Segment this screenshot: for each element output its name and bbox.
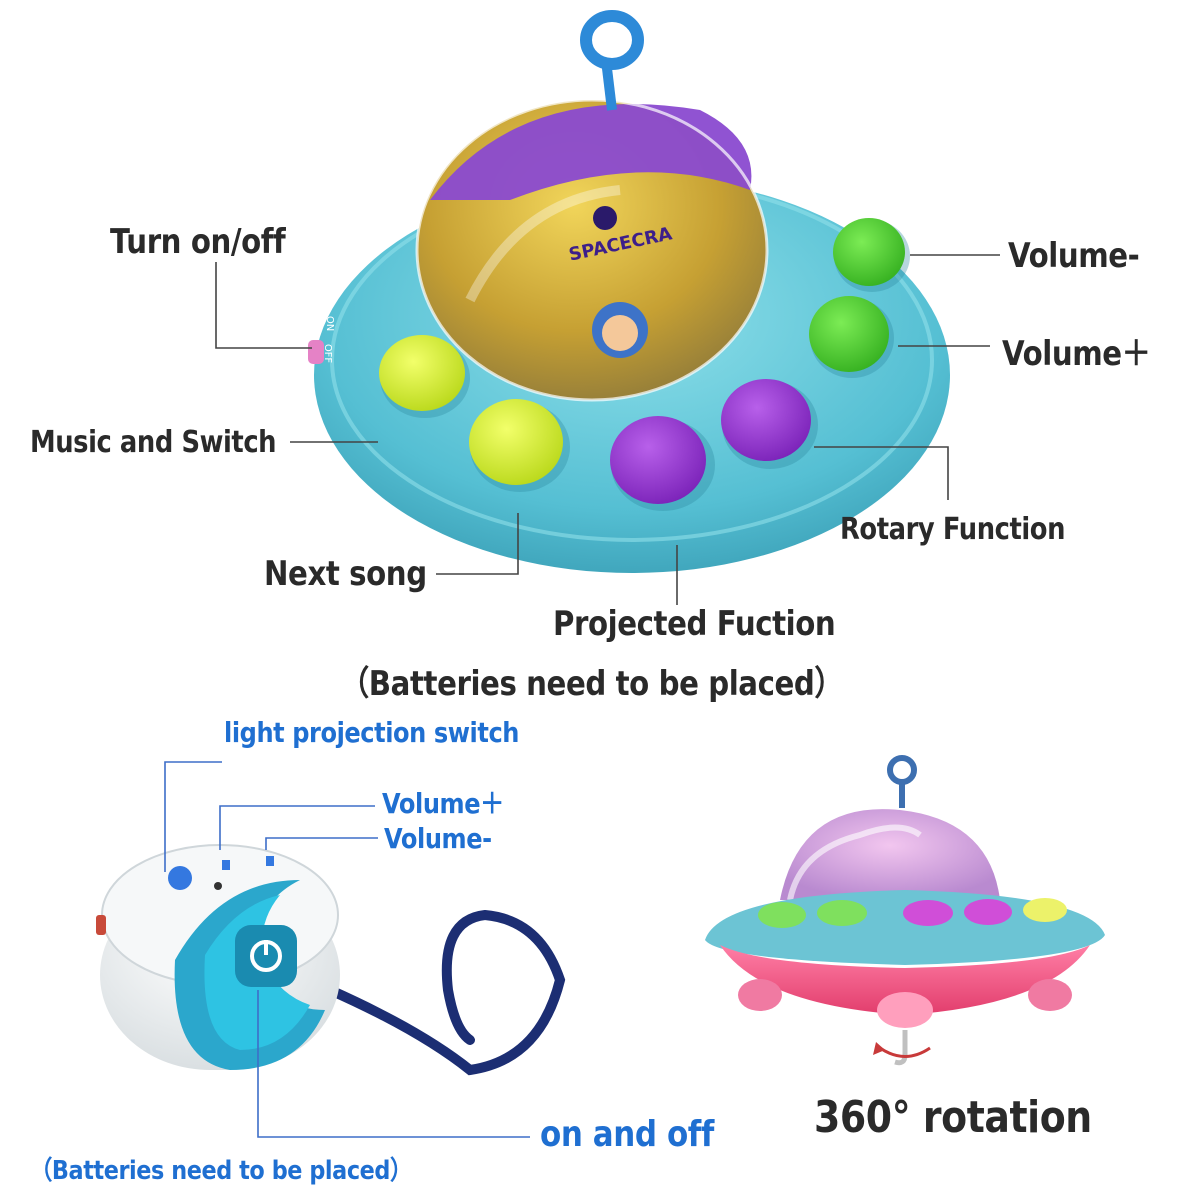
switch-off-text: OFF (322, 343, 334, 364)
label-turn-on-off: Turn on/off (110, 222, 286, 262)
remote-illustration (96, 844, 566, 1076)
leader-lines-top (215, 254, 1000, 605)
ufo-side-illustration (705, 755, 1105, 1066)
ufo-top-body (314, 10, 950, 573)
leader-lines-remote (164, 761, 530, 1138)
label-batteries-note-remote: （Batteries need to be placed） (30, 1156, 412, 1186)
label-rotary-function: Rotary Function (840, 512, 1066, 547)
switch-on-text: ON (324, 315, 336, 332)
label-on-and-off: on and off (540, 1114, 714, 1155)
label-volume-plus: Volume＋ (1002, 334, 1151, 374)
ufo-top-buttons (308, 218, 910, 511)
label-remote-volume-minus: Volume- (384, 822, 492, 855)
label-batteries-note-top: （Batteries need to be placed） (340, 664, 844, 704)
label-projected-function: Projected Fuction (553, 604, 836, 644)
label-light-projection-switch: light projection switch (224, 716, 520, 749)
label-remote-volume-plus: Volume＋ (382, 787, 504, 820)
label-volume-minus: Volume- (1008, 236, 1140, 276)
label-music-and-switch: Music and Switch (30, 425, 277, 460)
label-360-rotation: 360° rotation (814, 1092, 1092, 1143)
label-next-song: Next song (264, 554, 427, 594)
